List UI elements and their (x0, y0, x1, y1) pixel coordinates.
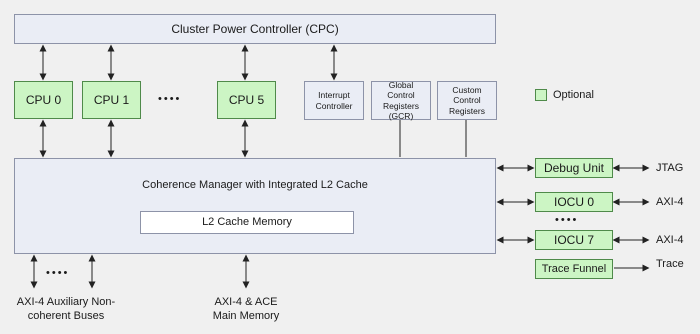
aux-bus-ellipsis: •••• (46, 267, 70, 279)
cpu-0-label: CPU 0 (25, 92, 62, 107)
l2-cache-memory-label: L2 Cache Memory (202, 216, 292, 229)
cpu-5-label: CPU 5 (228, 92, 265, 107)
trace-label: Trace (656, 258, 684, 270)
debug-unit: Debug Unit (535, 158, 613, 178)
trace-funnel-label: Trace Funnel (541, 262, 607, 275)
coherence-manager-label: Coherence Manager with Integrated L2 Cac… (142, 179, 368, 191)
cluster-power-controller: Cluster Power Controller (CPC) (14, 14, 496, 44)
interrupt-controller-label: Interrupt Controller (315, 90, 353, 111)
cpu-5: CPU 5 (217, 81, 276, 119)
custom-registers-label: Custom Control Registers (449, 85, 485, 116)
trace-funnel: Trace Funnel (535, 259, 613, 279)
iocu-ellipsis: •••• (555, 214, 579, 226)
cpu-1-label: CPU 1 (93, 92, 130, 107)
gcr-label: Global Control Registers (GCR) (383, 80, 419, 121)
aux-buses-label: AXI-4 Auxiliary Non- coherent Buses (16, 296, 116, 322)
legend-optional-swatch (535, 89, 547, 101)
l2-cache-memory: L2 Cache Memory (140, 211, 354, 234)
main-memory-label: AXI-4 & ACE Main Memory (212, 296, 280, 322)
cpc-label: Cluster Power Controller (CPC) (171, 21, 339, 36)
cpu-1: CPU 1 (82, 81, 141, 119)
legend-optional-label: Optional (553, 89, 594, 101)
axi4-label-iocu7: AXI-4 (656, 234, 684, 246)
cpu-0: CPU 0 (14, 81, 73, 119)
cpu-ellipsis: •••• (158, 93, 182, 105)
iocu-7-label: IOCU 7 (553, 232, 594, 247)
debug-unit-label: Debug Unit (543, 160, 605, 175)
iocu-7: IOCU 7 (535, 230, 613, 250)
axi4-label-iocu0: AXI-4 (656, 196, 684, 208)
iocu-0: IOCU 0 (535, 192, 613, 212)
coherence-manager: Coherence Manager with Integrated L2 Cac… (14, 158, 496, 254)
custom-control-registers: Custom Control Registers (437, 81, 497, 120)
global-control-registers: Global Control Registers (GCR) (371, 80, 431, 121)
interrupt-controller: Interrupt Controller (304, 81, 364, 120)
iocu-0-label: IOCU 0 (553, 194, 594, 209)
jtag-label: JTAG (656, 162, 684, 174)
